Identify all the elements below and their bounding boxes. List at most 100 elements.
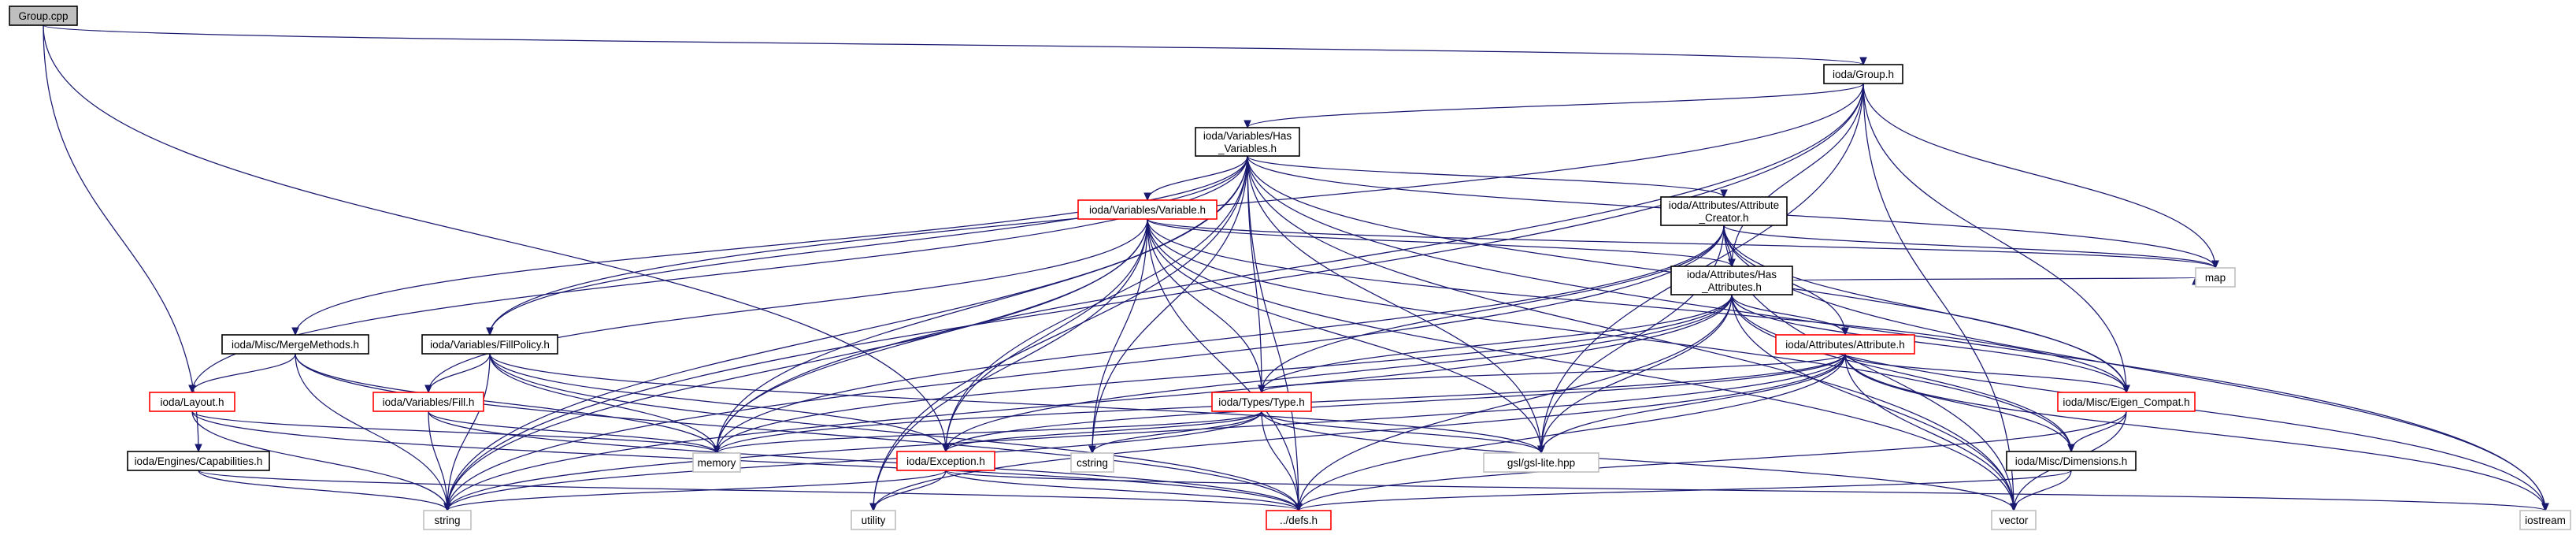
node-capabilities[interactable]: ioda/Engines/Capabilities.h: [127, 451, 270, 471]
edge-fill_policy-to-memory: [489, 353, 717, 454]
edge-has_attributes-to-map: [1792, 277, 2196, 281]
arrowhead-has_variables-to-merge_methods: [291, 327, 299, 336]
node-label: iostream: [2525, 515, 2566, 526]
node-box: [1483, 452, 1599, 473]
edge-merge_methods-to-layout_h: [191, 353, 296, 393]
node-box: [896, 451, 995, 471]
node-string[interactable]: string: [423, 510, 472, 530]
arrowhead-attribute_h-to-type_h: [1258, 385, 1266, 394]
edge-attr_creator-to-map: [1723, 225, 2216, 269]
edge-type_h-to-memory: [716, 411, 1262, 454]
edge-group_h-to-memory: [716, 83, 1864, 454]
node-memory[interactable]: memory: [692, 452, 741, 473]
arrowhead-has_attributes-to-attribute_h: [1841, 327, 1849, 336]
node-map[interactable]: map: [2195, 267, 2236, 288]
node-label: ioda/Attributes/Has: [1687, 269, 1777, 281]
arrowhead-has_variables-to-fill_policy: [486, 327, 494, 336]
edge-variable_h-to-utility: [873, 218, 1148, 511]
edge-attribute_h-to-utility: [873, 353, 1846, 511]
edge-group_cpp-to-group_h: [43, 24, 1864, 65]
node-variable_h[interactable]: ioda/Variables/Variable.h: [1077, 199, 1218, 220]
edge-fill_policy-to-defs: [489, 353, 1299, 511]
node-vector[interactable]: vector: [1991, 510, 2037, 530]
node-box: [421, 334, 558, 355]
node-group_h[interactable]: ioda/Group.h: [1823, 64, 1903, 84]
node-box: [149, 392, 235, 412]
node-attribute_h[interactable]: ioda/Attributes/Attribute.h: [1775, 334, 1915, 355]
edge-attr_creator-to-type_h: [1261, 225, 1725, 393]
node-box: [373, 392, 484, 412]
edge-has_attributes-to-type_h: [1261, 294, 1733, 393]
edge-has_variables-to-utility: [873, 155, 1248, 511]
edge-has_variables-to-merge_methods: [295, 155, 1248, 336]
edge-attribute_h-to-vector: [1844, 353, 2014, 511]
edge-has_variables-to-string: [447, 155, 1248, 511]
node-iostream[interactable]: iostream: [2519, 510, 2571, 530]
node-layout_h[interactable]: ioda/Layout.h: [149, 392, 235, 412]
edge-eigen_compat-to-dimensions: [2070, 411, 2127, 452]
edge-layout_h-to-memory: [191, 411, 717, 454]
node-label: ioda/Group.h: [1833, 69, 1894, 80]
node-gsl[interactable]: gsl/gsl-lite.hpp: [1483, 452, 1599, 473]
node-eigen_compat[interactable]: ioda/Misc/Eigen_Compat.h: [2057, 392, 2196, 412]
node-has_variables[interactable]: ioda/Variables/Has_Variables.h: [1195, 127, 1300, 157]
edge-attribute_h-to-eigen_compat: [1844, 353, 2127, 393]
edge-fill_h-to-defs: [428, 411, 1299, 511]
node-type_h[interactable]: ioda/Types/Type.h: [1211, 392, 1312, 412]
node-label: ioda/Misc/Eigen_Compat.h: [2063, 396, 2189, 408]
edge-has_variables-to-fill_policy: [489, 155, 1248, 336]
node-fill_h[interactable]: ioda/Variables/Fill.h: [373, 392, 484, 412]
node-cstring[interactable]: cstring: [1070, 452, 1114, 473]
edge-merge_methods-to-defs: [295, 353, 1299, 511]
node-box: [1195, 127, 1300, 157]
node-exception_h[interactable]: ioda/Exception.h: [896, 451, 995, 471]
edge-has_attributes-to-gsl: [1540, 294, 1733, 454]
node-label: ioda/Exception.h: [906, 455, 985, 467]
node-fill_policy[interactable]: ioda/Variables/FillPolicy.h: [421, 334, 558, 355]
edge-fill_policy-to-fill_h: [428, 353, 491, 393]
node-dimensions[interactable]: ioda/Misc/Dimensions.h: [2006, 451, 2137, 471]
edge-variable_h-to-has_attributes: [1147, 218, 1733, 267]
edge-variable_h-to-defs: [1147, 218, 1299, 511]
node-box: [2057, 392, 2196, 412]
node-group_cpp[interactable]: Group.cpp: [9, 6, 78, 26]
node-box: [2006, 451, 2137, 471]
node-defs[interactable]: ../defs.h: [1266, 510, 1332, 530]
node-merge_methods[interactable]: ioda/Misc/MergeMethods.h: [221, 334, 369, 355]
edge-has_attributes-to-vector: [1731, 294, 2014, 511]
edge-exception_h-to-string: [447, 470, 947, 511]
edge-variable_h-to-vector: [1147, 218, 2014, 511]
nodes-layer: Group.cpp ioda/Group.h ioda/Variables/Has_…: [9, 6, 2571, 530]
node-label: gsl/gsl-lite.hpp: [1507, 457, 1575, 469]
node-label: ioda/Types/Type.h: [1218, 396, 1305, 408]
node-label: vector: [2000, 515, 2029, 526]
node-has_attributes[interactable]: ioda/Attributes/Has_Attributes.h: [1670, 266, 1793, 295]
edge-group_h-to-string: [447, 83, 1864, 511]
arrowhead-has_variables-to-attr_creator: [1720, 189, 1728, 199]
node-utility[interactable]: utility: [851, 510, 896, 530]
edge-has_variables-to-attr_creator: [1247, 155, 1725, 198]
node-box: [1823, 64, 1903, 84]
node-label: ioda/Engines/Capabilities.h: [135, 455, 263, 467]
arrowhead-eigen_compat-to-dimensions: [2067, 444, 2075, 453]
edge-group_cpp-to-capabilities: [43, 24, 199, 452]
edge-type_h-to-defs: [1261, 411, 1299, 511]
edge-merge_methods-to-string: [295, 353, 448, 511]
edge-has_attributes-to-exception_h: [945, 294, 1733, 452]
node-attr_creator[interactable]: ioda/Attributes/Attribute_Creator.h: [1660, 196, 1788, 226]
arrowhead-dimensions-to-defs: [1295, 503, 1303, 512]
edge-group_h-to-vector: [1863, 83, 2014, 511]
arrowhead-has_variables-to-variable_h: [1143, 192, 1151, 202]
edge-has_attributes-to-dimensions: [1731, 294, 2072, 452]
edge-group_h-to-has_attributes: [1731, 83, 1864, 267]
arrowhead-type_h-to-exception_h: [942, 444, 950, 453]
node-box: [1775, 334, 1915, 355]
node-box: [423, 510, 472, 530]
arrowhead-type_h-to-gsl: [1537, 445, 1545, 455]
node-label: map: [2205, 272, 2226, 284]
node-label: ioda/Variables/FillPolicy.h: [430, 339, 550, 351]
edge-attr_creator-to-memory: [716, 225, 1725, 454]
edge-variable_h-to-map: [1147, 218, 2216, 269]
edge-attribute_h-to-string: [447, 353, 1846, 511]
node-box: [1211, 392, 1312, 412]
